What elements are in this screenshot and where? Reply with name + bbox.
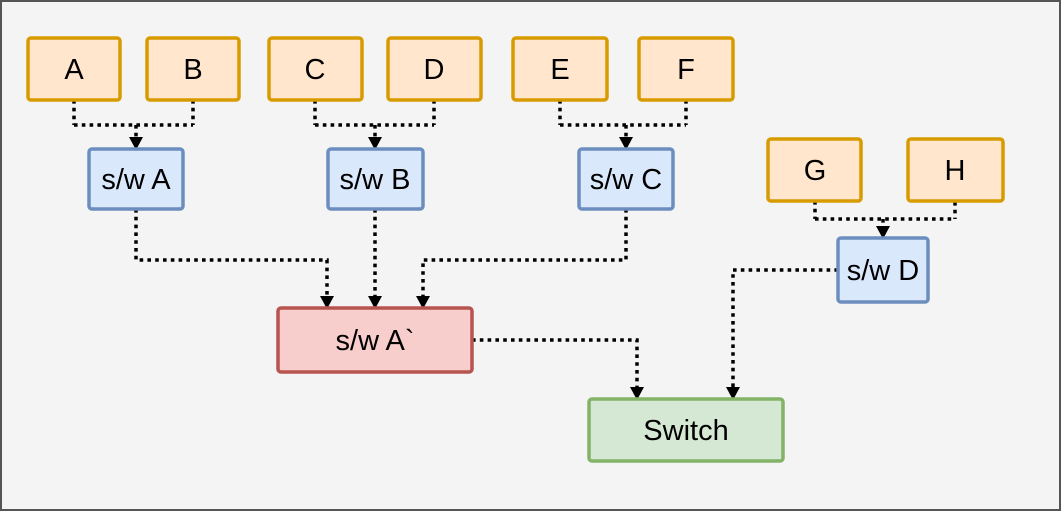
node-sw-d-box [836, 236, 930, 304]
node-sw-b-label: s/w B [340, 164, 411, 196]
arrowhead-sw-d-into-switch [726, 387, 740, 400]
edge-c-d-to-sw-b [313, 100, 436, 138]
edge-sw-d-to-switch [731, 268, 838, 388]
node-h-box [906, 137, 1005, 203]
node-a-label: A [64, 54, 84, 86]
node-sw-b-box [326, 147, 425, 211]
node-sw-b: s/w B [326, 147, 425, 211]
node-g-label: G [804, 155, 827, 187]
arrowhead-sw-a-into-sw-a-prime [320, 296, 334, 309]
node-g: G [766, 137, 863, 203]
node-switch: Switch [587, 397, 785, 463]
node-b-box [145, 36, 241, 102]
node-f: F [637, 36, 735, 102]
node-e: E [511, 36, 609, 102]
node-d: D [386, 36, 483, 102]
arrowhead-sw-c-into-sw-a-prime [416, 296, 430, 309]
node-c: C [267, 36, 364, 102]
node-sw-d: s/w D [836, 236, 930, 304]
arrowhead-into-sw-a [129, 137, 143, 150]
node-sw-a-prime-box [276, 306, 474, 374]
arrowhead-into-sw-c [619, 137, 633, 150]
node-a-box [26, 36, 122, 102]
node-g-box [766, 137, 863, 203]
node-c-label: C [305, 54, 326, 86]
edge-sw-c-to-sw-a-prime [421, 209, 628, 297]
arrowhead-into-sw-b [368, 137, 382, 150]
edge-layer [72, 100, 957, 388]
node-sw-a-prime: s/w A` [276, 306, 474, 374]
edge-g-h-to-sw-d [813, 201, 957, 227]
node-b: B [145, 36, 241, 102]
node-sw-a: s/w A [87, 147, 185, 211]
node-c-box [267, 36, 364, 102]
node-e-box [511, 36, 609, 102]
arrowhead-into-sw-d [876, 226, 890, 239]
node-sw-a-prime-label: s/w A` [336, 325, 415, 357]
node-switch-label: Switch [643, 415, 728, 447]
node-h: H [906, 137, 1005, 203]
node-b-label: B [183, 54, 202, 86]
node-f-label: F [677, 54, 695, 86]
node-f-box [637, 36, 735, 102]
edge-sw-a-prime-to-switch [472, 338, 639, 388]
node-sw-a-label: s/w A [101, 164, 171, 196]
node-h-label: H [945, 155, 966, 187]
edge-e-f-to-sw-c [558, 100, 688, 138]
node-d-box [386, 36, 483, 102]
node-sw-c-label: s/w C [590, 164, 663, 196]
node-sw-c: s/w C [577, 147, 675, 211]
node-switch-box [587, 397, 785, 463]
arrowhead-sw-a-prime-into-switch [630, 387, 644, 400]
edge-sw-a-to-sw-a-prime [134, 209, 329, 297]
node-e-label: E [550, 54, 569, 86]
edge-a-b-to-sw-a [72, 100, 195, 138]
node-sw-c-box [577, 147, 675, 211]
arrowhead-layer [129, 137, 890, 400]
node-sw-a-box [87, 147, 185, 211]
node-sw-d-label: s/w D [847, 255, 920, 287]
node-a: A [26, 36, 122, 102]
arrowhead-sw-b-into-sw-a-prime [368, 296, 382, 309]
node-d-label: D [424, 54, 445, 86]
